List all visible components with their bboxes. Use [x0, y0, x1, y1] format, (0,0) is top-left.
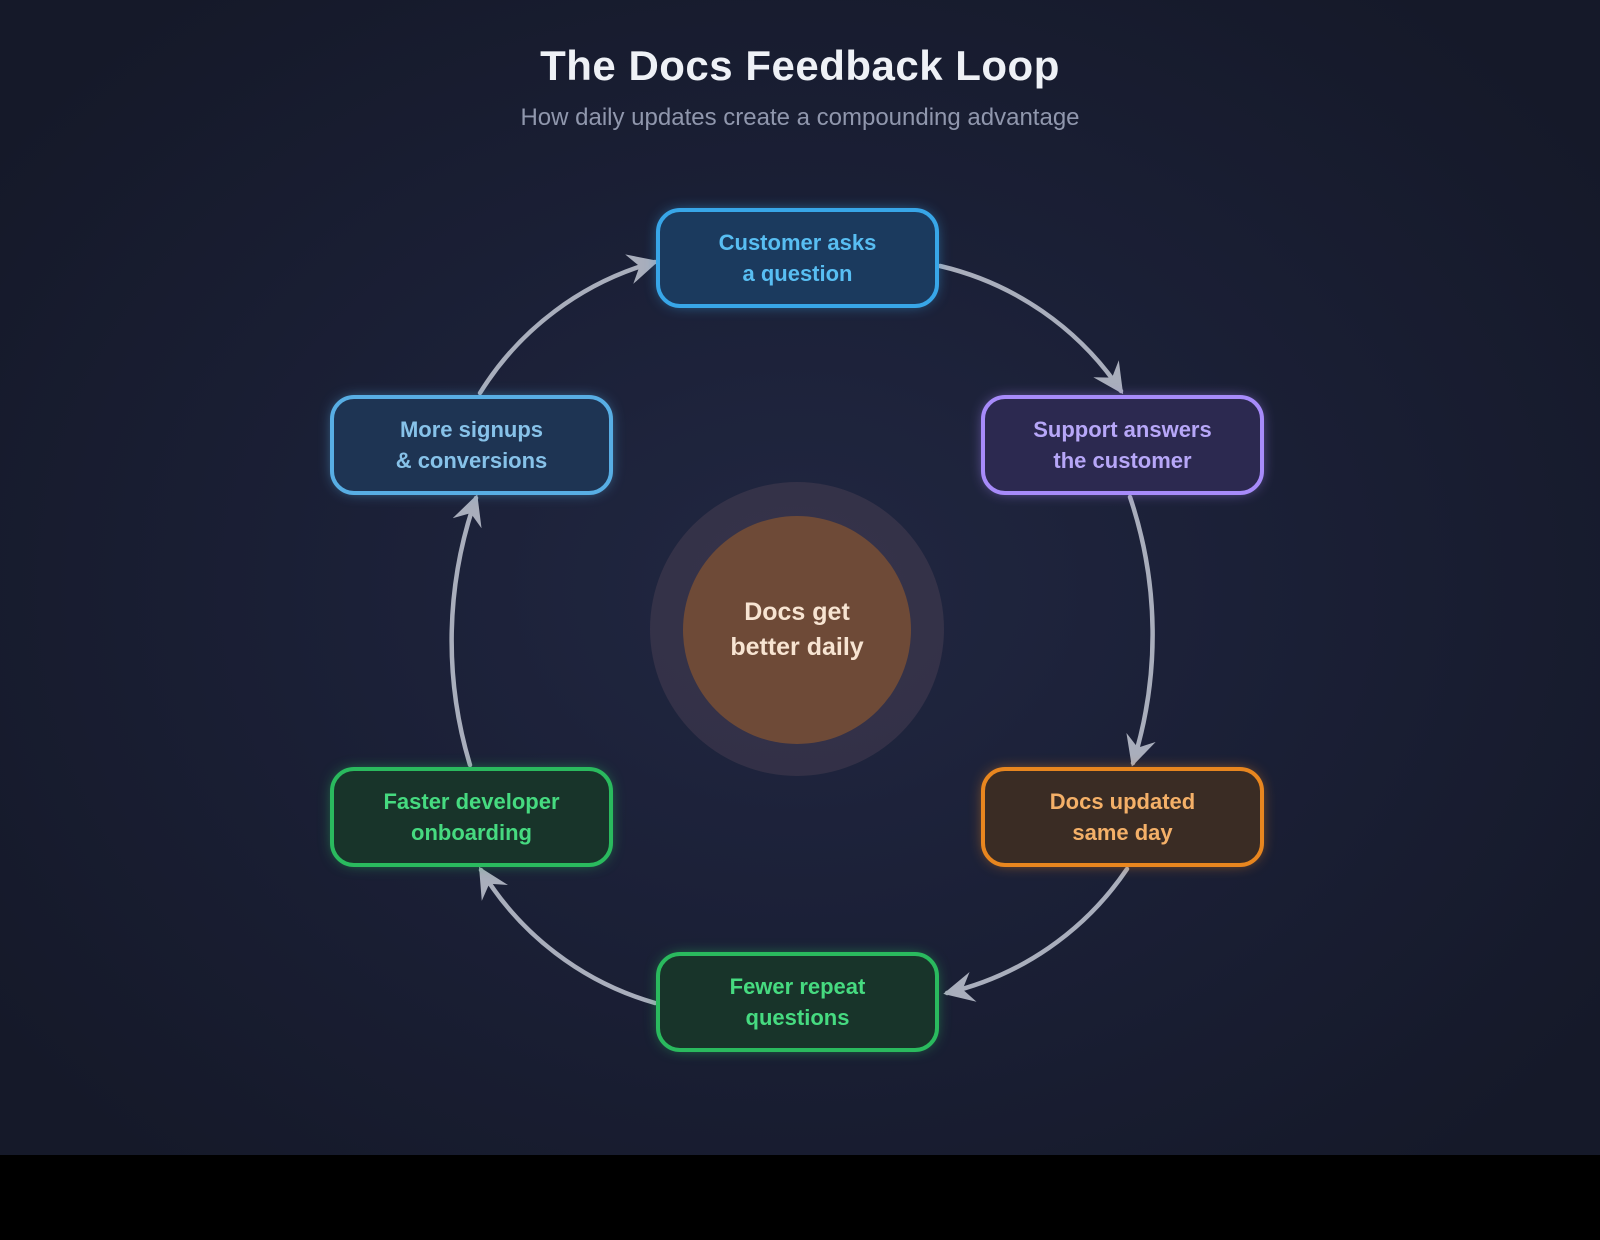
arrow-customer-to-support-icon	[937, 263, 1124, 395]
arrow-fewer-to-faster-icon	[478, 866, 658, 1006]
arrow-docs-to-fewer-icon	[943, 866, 1130, 1002]
page-subtitle: How daily updates create a compounding a…	[520, 104, 1080, 131]
node-label-line2: onboarding	[411, 820, 532, 845]
arrow-faster-to-signups-icon	[449, 494, 482, 768]
node-label-line1: Fewer repeat	[729, 974, 866, 999]
arrow-support-to-docs-icon	[1126, 494, 1156, 767]
center-node-line2: better daily	[730, 633, 864, 661]
node-label-line1: Customer asks	[718, 230, 877, 255]
node-label-line1: Faster developer	[383, 789, 560, 814]
node-docs-updated-same-day: Docs updated same day	[981, 767, 1264, 867]
page-title: The Docs Feedback Loop	[540, 42, 1060, 89]
flow-arrows	[449, 254, 1156, 1006]
node-label-line2: & conversions	[395, 448, 548, 473]
center-node-line1: Docs get	[744, 598, 850, 626]
node-fewer-repeat-questions: Fewer repeat questions	[656, 952, 939, 1052]
node-label-line2: same day	[1072, 820, 1173, 845]
node-label-line1: More signups	[399, 417, 543, 442]
node-label-line1: Docs updated	[1049, 789, 1196, 814]
arrow-signups-to-customer-icon	[477, 254, 659, 396]
center-node: Docs get better daily	[683, 516, 911, 744]
node-support-answers-the-customer: Support answers the customer	[981, 395, 1264, 495]
node-faster-developer-onboarding: Faster developer onboarding	[330, 767, 613, 867]
bottom-letterbox	[0, 1155, 1600, 1240]
node-more-signups-conversions: More signups & conversions	[330, 395, 613, 495]
node-label-line1: Support answers	[1033, 417, 1212, 442]
node-customer-asks-a-question: Customer asks a question	[656, 208, 939, 308]
diagram-area: The Docs Feedback Loop How daily updates…	[0, 0, 1600, 1155]
node-label-line2: the customer	[1053, 448, 1192, 473]
node-label-line2: a question	[742, 261, 853, 286]
node-label-line2: questions	[745, 1005, 850, 1030]
